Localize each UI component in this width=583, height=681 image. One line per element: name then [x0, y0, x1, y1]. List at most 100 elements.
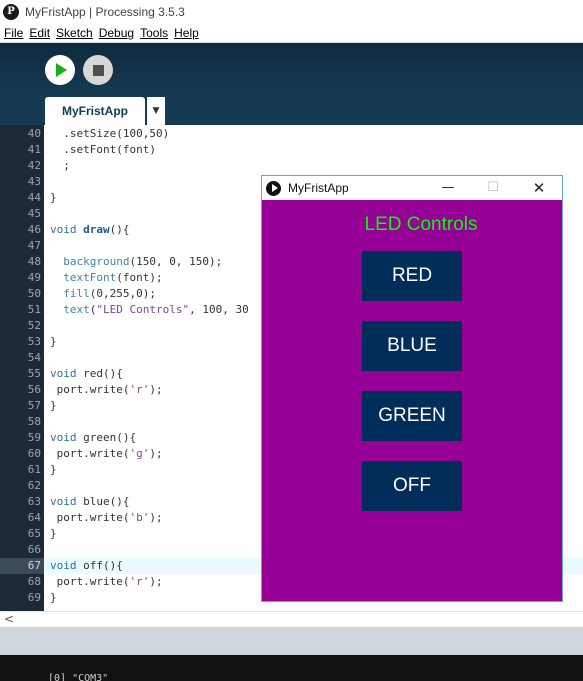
- code-text: background(150, 0, 150);: [63, 255, 223, 268]
- code-line[interactable]: 40 .setSize(100,50): [0, 126, 583, 142]
- tab-strip: MyFristApp ▼: [0, 97, 583, 125]
- maximize-icon[interactable]: ☐: [487, 180, 499, 195]
- code-line[interactable]: 55 void red(){: [0, 366, 583, 382]
- line-number: 50: [27, 287, 41, 300]
- code-line[interactable]: 58: [0, 414, 583, 430]
- code-line[interactable]: 50 fill(0,255,0);: [0, 286, 583, 302]
- menu-edit[interactable]: Edit: [29, 26, 51, 40]
- code-line[interactable]: 61}: [0, 462, 583, 478]
- blue-button[interactable]: BLUE: [362, 321, 462, 371]
- code-line[interactable]: 54: [0, 350, 583, 366]
- code-text: void draw(){: [50, 223, 130, 236]
- code-line[interactable]: 44}: [0, 190, 583, 206]
- code-line[interactable]: 53}: [0, 334, 583, 350]
- led-controls-heading: LED Controls: [364, 214, 478, 235]
- stop-button[interactable]: [83, 55, 113, 85]
- close-icon[interactable]: ✕: [532, 179, 546, 197]
- code-line[interactable]: 51 text("LED Controls", 100, 30: [0, 302, 583, 318]
- green-button[interactable]: GREEN: [362, 391, 462, 441]
- play-icon: [56, 63, 67, 77]
- code-line[interactable]: 48 background(150, 0, 150);: [0, 254, 583, 270]
- code-line[interactable]: 42 ;: [0, 158, 583, 174]
- sketch-title-bar: MyFristApp — ☐ ✕: [262, 176, 562, 200]
- code-text: }: [50, 527, 57, 540]
- line-number: 47: [27, 239, 41, 252]
- line-number: 52: [27, 319, 41, 332]
- tab-myfristapp[interactable]: MyFristApp: [45, 97, 145, 125]
- code-line[interactable]: 59 void green(){: [0, 430, 583, 446]
- code-line[interactable]: 65}: [0, 526, 583, 542]
- code-line[interactable]: 57}: [0, 398, 583, 414]
- menu-tools[interactable]: Tools: [140, 26, 169, 40]
- processing-logo-icon: P: [3, 4, 19, 20]
- line-number: 40: [27, 127, 41, 140]
- code-line[interactable]: 68 port.write('r');: [0, 574, 583, 590]
- code-line[interactable]: 47: [0, 238, 583, 254]
- line-number: 55: [27, 367, 41, 380]
- code-line[interactable]: 60 port.write('g');: [0, 446, 583, 462]
- code-line[interactable]: 62: [0, 478, 583, 494]
- code-line[interactable]: 43: [0, 174, 583, 190]
- line-number: 48: [27, 255, 41, 268]
- code-line[interactable]: 46 void draw(){: [0, 222, 583, 238]
- line-number: 49: [27, 271, 41, 284]
- code-text: void green(){: [50, 431, 137, 444]
- line-number: 53: [27, 335, 41, 348]
- stop-icon: [92, 64, 104, 76]
- window-title: MyFristApp | Processing 3.5.3: [25, 5, 185, 19]
- code-line[interactable]: 56 port.write('r');: [0, 382, 583, 398]
- code-text: text("LED Controls", 100, 30: [63, 303, 249, 316]
- line-number: 64: [27, 511, 41, 524]
- code-text: port.write('g');: [50, 447, 163, 460]
- horizontal-scrollbar[interactable]: <: [0, 611, 583, 627]
- line-number: 42: [27, 159, 41, 172]
- menu-sketch[interactable]: Sketch: [56, 26, 93, 40]
- sketch-window-title: MyFristApp: [288, 181, 349, 195]
- code-line[interactable]: 49 textFont(font);: [0, 270, 583, 286]
- red-button[interactable]: RED: [362, 251, 462, 301]
- code-text: }: [50, 335, 57, 348]
- code-text: void off(){: [50, 559, 123, 572]
- line-number: 54: [27, 351, 41, 364]
- console: [0] "COM3": [0, 655, 583, 681]
- menu-bar: File Edit Sketch Debug Tools Help: [0, 24, 583, 43]
- off-button[interactable]: OFF: [362, 461, 462, 511]
- line-number: 43: [27, 175, 41, 188]
- run-button[interactable]: [45, 55, 75, 85]
- code-text: fill(0,255,0);: [63, 287, 156, 300]
- code-text: void red(){: [50, 367, 123, 380]
- code-line[interactable]: 64 port.write('b');: [0, 510, 583, 526]
- scroll-left-arrow-icon[interactable]: <: [4, 612, 15, 626]
- code-line[interactable]: 45: [0, 206, 583, 222]
- sketch-window: MyFristApp — ☐ ✕ LED Controls RED BLUE G…: [261, 175, 563, 602]
- line-number: 60: [27, 447, 41, 460]
- code-line[interactable]: 69}: [0, 590, 583, 606]
- sketch-canvas: LED Controls RED BLUE GREEN OFF: [262, 200, 562, 601]
- console-divider[interactable]: [0, 627, 583, 655]
- menu-debug[interactable]: Debug: [98, 26, 135, 40]
- line-number: 46: [27, 223, 41, 236]
- line-number: 56: [27, 383, 41, 396]
- menu-file[interactable]: File: [4, 26, 24, 40]
- toolbar: [0, 43, 583, 97]
- code-line[interactable]: 41 .setFont(font): [0, 142, 583, 158]
- line-number: 65: [27, 527, 41, 540]
- sketch-app-icon: [266, 180, 281, 196]
- line-number: 63: [27, 495, 41, 508]
- code-text: }: [50, 591, 57, 604]
- line-number: 58: [27, 415, 41, 428]
- minimize-icon[interactable]: —: [441, 180, 455, 195]
- line-number: 57: [27, 399, 41, 412]
- menu-help[interactable]: Help: [174, 26, 199, 40]
- line-number: 67: [0, 558, 44, 574]
- code-text: port.write('b');: [50, 511, 163, 524]
- code-text: }: [50, 399, 57, 412]
- code-line[interactable]: 52: [0, 318, 583, 334]
- line-number: 59: [27, 431, 41, 444]
- code-text: .setFont(font): [50, 143, 156, 156]
- tab-menu-chevron-down-icon[interactable]: ▼: [147, 97, 165, 125]
- code-line[interactable]: 66: [0, 542, 583, 558]
- console-output: [0] "COM3": [48, 673, 109, 681]
